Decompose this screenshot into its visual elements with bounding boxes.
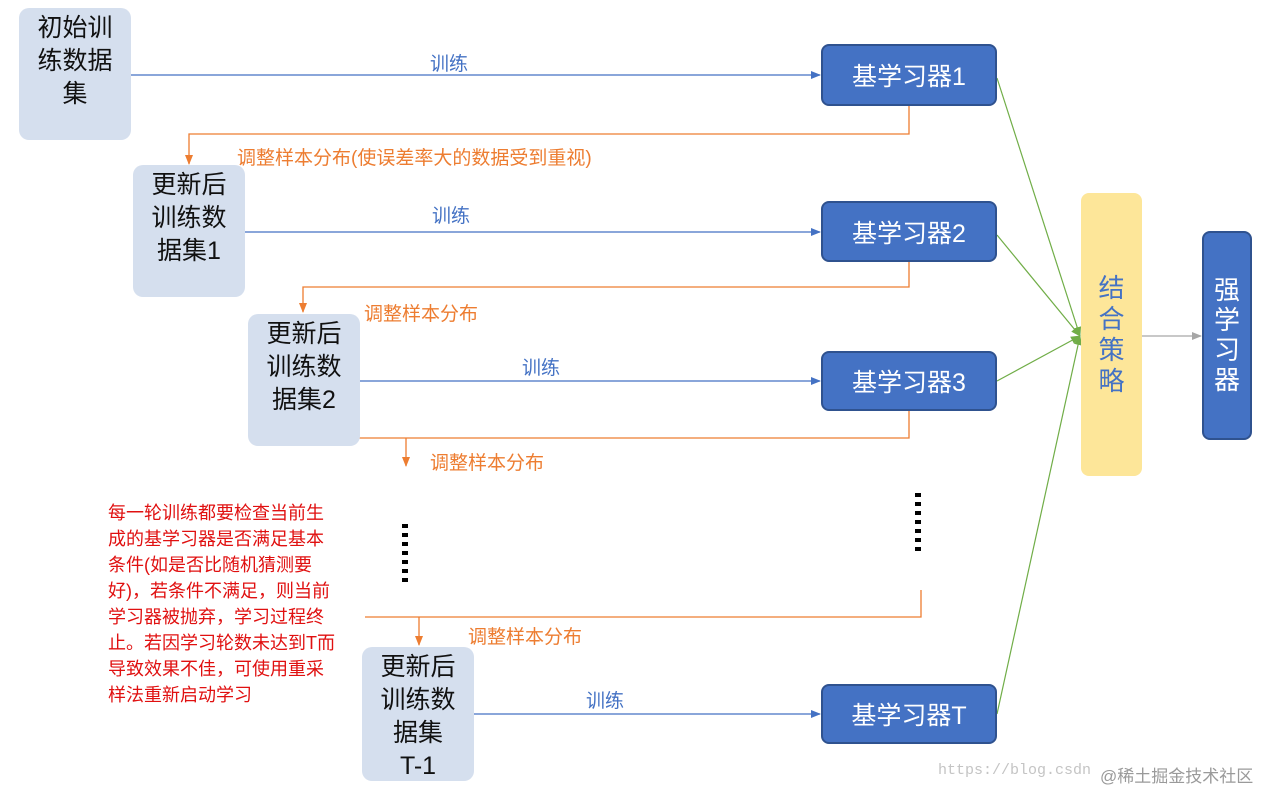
combine-arrow-T [996,335,1082,715]
updated-training-data-1-box: 更新后 训练数 据集1 [133,165,245,297]
ellipsis-left [402,524,408,582]
watermark-url: https://blog.csdn [938,762,1092,779]
adjust-arrow-T [365,590,922,618]
watermark-site: @稀土掘金技术社区 [1100,767,1254,786]
strong-learner-box: 强 学 习 器 [1202,231,1252,440]
adjust-arrow-3 [352,411,910,439]
train-label-2: 训练 [432,206,471,227]
base-learner-2: 基学习器2 [821,201,997,262]
adjust-arrow-2 [299,262,910,313]
base-learner-1: 基学习器1 [821,44,997,106]
combine-arrow-1 [996,77,1082,337]
train-label-3: 训练 [522,358,561,379]
adjust-label-3: 调整样本分布 [430,453,545,474]
adjust-label-T: 调整样本分布 [468,627,583,648]
combine-arrow-2 [996,234,1081,337]
combine-arrow-3 [996,335,1081,382]
ellipsis-right [915,493,921,551]
adjust-label-2: 调整样本分布 [364,304,479,325]
base-learner-T: 基学习器T [821,684,997,744]
combination-strategy-box: 结 合 策 略 [1081,193,1142,476]
adjust-label-1: 调整样本分布(使误差率大的数据受到重视) [237,148,592,169]
updated-training-data-t-1-box: 更新后 训练数 据集 T-1 [362,647,474,781]
adjust-arrow-1 [185,106,910,165]
train-label-T: 训练 [586,691,625,712]
updated-training-data-2-box: 更新后 训练数 据集2 [248,314,360,446]
train-label-1: 训练 [430,54,469,75]
initial-training-data-box: 初始训 练数据 集 [19,8,131,140]
process-note: 每一轮训练都要检查当前生成的基学习器是否满足基本条件(如是否比随机猜测要好)，若… [108,503,335,705]
base-learner-3: 基学习器3 [821,351,997,411]
